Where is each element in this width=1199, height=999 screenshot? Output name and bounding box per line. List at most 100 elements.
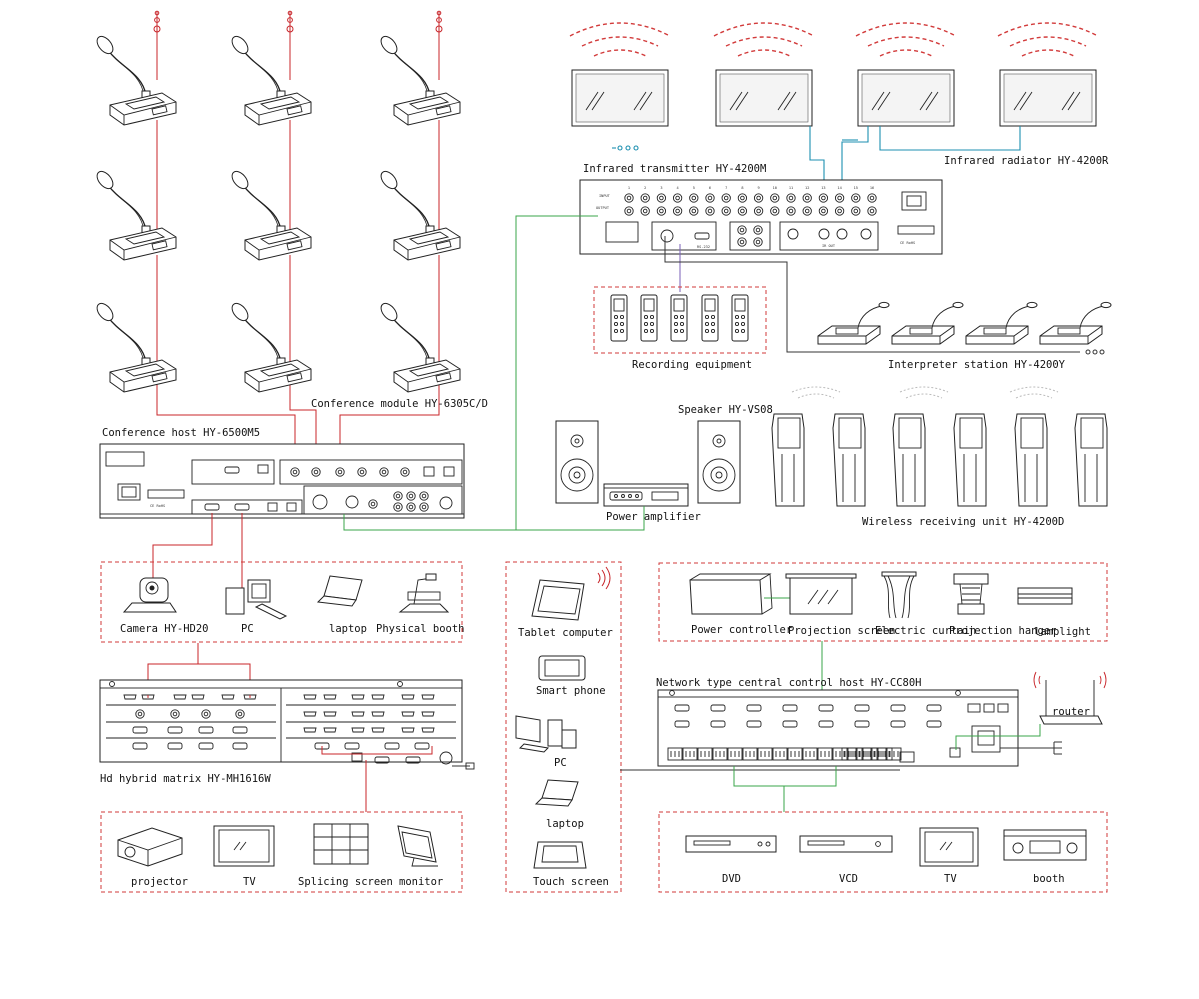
display-output-group: projector TV Splicing screen monitor xyxy=(100,811,463,893)
pc-terminal-label: PC xyxy=(554,757,567,769)
recording-equipment-group: Recording equipment xyxy=(593,286,767,371)
pc-label: PC xyxy=(241,623,254,635)
ir-input-label: INPUT xyxy=(599,194,611,198)
projection-screen-label: Projection screen xyxy=(788,625,895,637)
wireless-receiver xyxy=(771,413,805,507)
wireless-receiver xyxy=(1074,413,1108,507)
infrared-radiator xyxy=(715,69,813,127)
smart-phone-label: Smart phone xyxy=(536,685,606,697)
monitor-label: monitor xyxy=(399,876,443,888)
infrared-radiator-group: Infrared transmitter HY-4200M Infrared r… xyxy=(569,22,1109,175)
infrared-wave xyxy=(569,22,1099,57)
laptop-label: laptop xyxy=(329,623,367,635)
tablet-computer-label: Tablet computer xyxy=(518,627,613,639)
hd-matrix-label: Hd hybrid matrix HY-MH1616W xyxy=(100,773,271,785)
channel-number: 4 xyxy=(677,186,679,190)
channel-number: 15 xyxy=(854,186,858,190)
vcd-label: VCD xyxy=(839,873,858,885)
central-control-host-label: Network type central control host HY-CC8… xyxy=(656,677,922,689)
conference-host-device: Conference host HY-6500M5 CE RoHS xyxy=(99,427,465,519)
conference-host-label: Conference host HY-6500M5 xyxy=(102,427,260,439)
infrared-transmitter-label: Infrared transmitter HY-4200M xyxy=(583,163,766,175)
booth-label: booth xyxy=(1033,873,1065,885)
interpreter-station-group: Interpreter station HY-4200Y xyxy=(817,301,1112,371)
wireless-receiver-group: Wireless receiving unit HY-4200D xyxy=(771,386,1108,528)
power-controller-label: Power controller xyxy=(691,624,792,636)
host-ce-mark: CE RoHS xyxy=(150,504,165,508)
wireless-receiving-unit-label: Wireless receiving unit HY-4200D xyxy=(862,516,1064,528)
dvd-device xyxy=(685,835,777,853)
wireless-receiver xyxy=(953,413,987,507)
tv-device xyxy=(213,825,275,867)
infrared-radiator xyxy=(999,69,1097,127)
wireless-receiver xyxy=(832,413,866,507)
splicing-screen-label: Splicing screen xyxy=(298,876,393,888)
recorder-device xyxy=(701,294,719,342)
power-controller-device xyxy=(689,573,773,615)
interpreter-station xyxy=(1039,301,1112,345)
recording-equipment-label: Recording equipment xyxy=(632,359,752,371)
radiator-chain-endpoint xyxy=(612,145,639,151)
interpreter-station xyxy=(817,301,890,345)
tablet-device xyxy=(531,579,585,621)
channel-number: 6 xyxy=(709,186,711,190)
touch-screen-label: Touch screen xyxy=(533,876,609,888)
controlled-equipment-group: Power controller Projection screen Elect… xyxy=(658,562,1108,642)
infrared-radiator-label: Infrared radiator HY-4200R xyxy=(944,155,1109,167)
vcd-device xyxy=(799,835,893,853)
projection-screen-device xyxy=(785,573,857,615)
channel-number: 1 xyxy=(628,186,630,190)
power-amplifier-label: Power amplifier xyxy=(606,511,701,523)
booth-device xyxy=(1003,829,1087,861)
ir-out-label: IR OUT xyxy=(822,244,836,248)
receiver-signal-wave xyxy=(791,386,1059,399)
recorder-device xyxy=(640,294,658,342)
hd-matrix-device: Hd hybrid matrix HY-MH1616W xyxy=(99,679,463,785)
channel-number: 10 xyxy=(773,186,777,190)
tv-media-device xyxy=(919,827,979,867)
channel-number: 5 xyxy=(693,186,695,190)
physical-booth-label: Physical booth xyxy=(376,623,465,635)
channel-number: 16 xyxy=(870,186,874,190)
conference-module-label: Conference module HY-6305C/D xyxy=(311,398,488,410)
projection-hanger-device xyxy=(953,573,989,615)
recorder-device xyxy=(731,294,749,342)
channel-number: 2 xyxy=(644,186,646,190)
interpreter-station xyxy=(965,301,1038,345)
touch-screen-device xyxy=(533,841,587,869)
pc-terminal-device xyxy=(515,715,577,753)
channel-number: 12 xyxy=(805,186,809,190)
ir-output-label: OUTPUT xyxy=(596,206,610,210)
central-control-host-device: Network type central control host HY-CC8… xyxy=(656,677,1019,767)
laptop-terminal-label: laptop xyxy=(546,818,584,830)
monitor-device xyxy=(397,825,438,867)
electric-curtain-label: Electric curtain xyxy=(875,625,976,637)
smart-phone-device xyxy=(538,655,586,681)
recorder-device xyxy=(610,294,628,342)
wireless-receiver xyxy=(1014,413,1048,507)
tv-label: TV xyxy=(243,876,256,888)
tv-media-label: TV xyxy=(944,873,957,885)
channel-number: 3 xyxy=(660,186,662,190)
power-amplifier-device xyxy=(603,483,689,507)
audio-output-group: Speaker HY-VS08 Power amplifier xyxy=(555,404,773,523)
laptop-device xyxy=(316,575,363,607)
recorder-device xyxy=(670,294,688,342)
conference-module-group: Conference module HY-6305C/D xyxy=(93,10,488,470)
electric-curtain-device xyxy=(881,571,917,619)
desk-microphone xyxy=(93,32,461,393)
wireless-receiver xyxy=(892,413,926,507)
laptop-terminal-device xyxy=(534,779,579,807)
channel-number: 11 xyxy=(789,186,793,190)
splicing-screen-device xyxy=(313,823,369,865)
channel-number: 7 xyxy=(725,186,727,190)
channel-number: 9 xyxy=(758,186,760,190)
router-label: router xyxy=(1052,706,1090,718)
infrared-radiator xyxy=(857,69,955,127)
media-source-group: DVD VCD TV booth xyxy=(658,811,1108,893)
speaker-device xyxy=(697,420,741,504)
channel-number: 13 xyxy=(821,186,825,190)
